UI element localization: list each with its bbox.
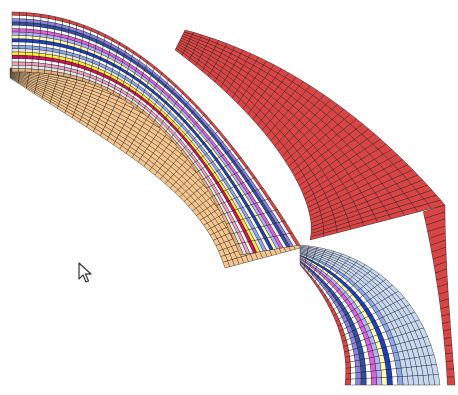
outer-edge-cell — [446, 376, 456, 386]
layer-cell — [11, 31, 20, 36]
end-cell — [391, 376, 399, 386]
outer-cell — [309, 232, 324, 241]
layer-cell — [18, 28, 27, 33]
layer-cell — [19, 15, 27, 20]
outer-edge-cell — [443, 336, 453, 347]
layer-cell — [11, 25, 20, 29]
end-cell — [354, 359, 361, 368]
end-cell — [396, 376, 404, 386]
layer-cell — [11, 61, 19, 66]
end-cell — [370, 370, 377, 379]
mesh-end-face — [299, 204, 456, 386]
end-cell — [360, 365, 367, 373]
layer-cell — [11, 41, 20, 46]
mesh-layer-bands — [11, 11, 301, 256]
end-cell — [376, 377, 383, 386]
mouse-pointer-icon — [78, 262, 92, 283]
end-cell — [355, 365, 362, 374]
end-cell — [349, 354, 356, 363]
layer-cell — [25, 55, 33, 60]
bottom-cell — [222, 260, 230, 269]
layer-cell — [37, 69, 46, 74]
outer-edge-cell — [445, 352, 454, 362]
end-cell — [345, 373, 352, 380]
layer-cell — [11, 65, 19, 69]
end-cell — [360, 371, 367, 379]
layer-cell — [18, 58, 26, 63]
layer-cell — [11, 35, 20, 39]
end-cell — [350, 372, 356, 380]
end-cell — [344, 378, 351, 386]
layer-cell — [11, 28, 20, 33]
end-cell — [350, 378, 357, 386]
layer-cell — [18, 18, 27, 23]
end-cell — [386, 376, 393, 386]
layer-cell — [11, 58, 20, 63]
layer-cell — [11, 68, 19, 73]
end-cell — [365, 364, 372, 373]
layer-cell — [18, 48, 26, 53]
layer-cell — [18, 61, 26, 66]
layer-cell — [18, 38, 27, 43]
end-cell — [371, 377, 377, 386]
layer-cell — [18, 65, 26, 69]
layer-cell — [18, 31, 27, 36]
layer-cell — [18, 35, 27, 40]
layer-cell — [18, 55, 26, 60]
outer-edge-cell — [442, 329, 452, 339]
layer-cell — [25, 45, 33, 50]
layer-cell — [44, 69, 52, 75]
layer-cell — [24, 68, 33, 73]
end-cell — [355, 378, 362, 386]
layer-cell — [11, 11, 20, 16]
end-cell — [349, 360, 356, 368]
end-cell — [345, 361, 351, 369]
layer-cell — [11, 21, 20, 26]
layer-cell — [19, 11, 27, 17]
outer-edge-cell — [445, 360, 455, 370]
layer-cell — [31, 68, 39, 73]
layer-cell — [25, 58, 33, 63]
end-cell — [381, 376, 388, 386]
layer-cell — [25, 42, 34, 47]
layer-cell — [19, 21, 27, 26]
layer-cell — [11, 48, 20, 53]
layer-cell — [24, 65, 33, 70]
layer-cell — [18, 68, 26, 73]
layer-cell — [11, 15, 20, 20]
outer-edge-cell — [446, 368, 455, 378]
end-cell — [359, 358, 366, 367]
end-cell — [365, 371, 372, 379]
outer-edge-cell — [444, 344, 453, 355]
layer-cell — [18, 41, 27, 46]
layer-cell — [11, 55, 19, 59]
end-cell — [385, 368, 393, 378]
layer-cell — [25, 48, 33, 53]
layer-cell — [11, 45, 20, 49]
layer-cell — [18, 45, 27, 50]
end-cell — [375, 369, 382, 379]
mesh-outer-surface — [174, 29, 446, 241]
end-cell — [345, 367, 352, 375]
end-cell — [380, 369, 388, 378]
layer-cell — [11, 51, 19, 56]
end-cell — [402, 375, 409, 386]
layer-cell — [11, 18, 20, 23]
end-cell — [369, 363, 377, 372]
layer-cell — [11, 38, 20, 43]
end-cell — [365, 377, 372, 386]
end-cell — [407, 375, 414, 386]
layer-cell — [18, 51, 26, 56]
layer-cell — [18, 25, 27, 30]
end-cell — [350, 366, 357, 374]
layer-cell — [235, 243, 244, 256]
layer-cell — [25, 51, 33, 57]
end-cell — [355, 372, 362, 380]
layer-cell — [25, 38, 34, 43]
end-cell — [360, 378, 367, 386]
layer-cell — [25, 61, 33, 66]
layer-cell — [25, 35, 34, 40]
